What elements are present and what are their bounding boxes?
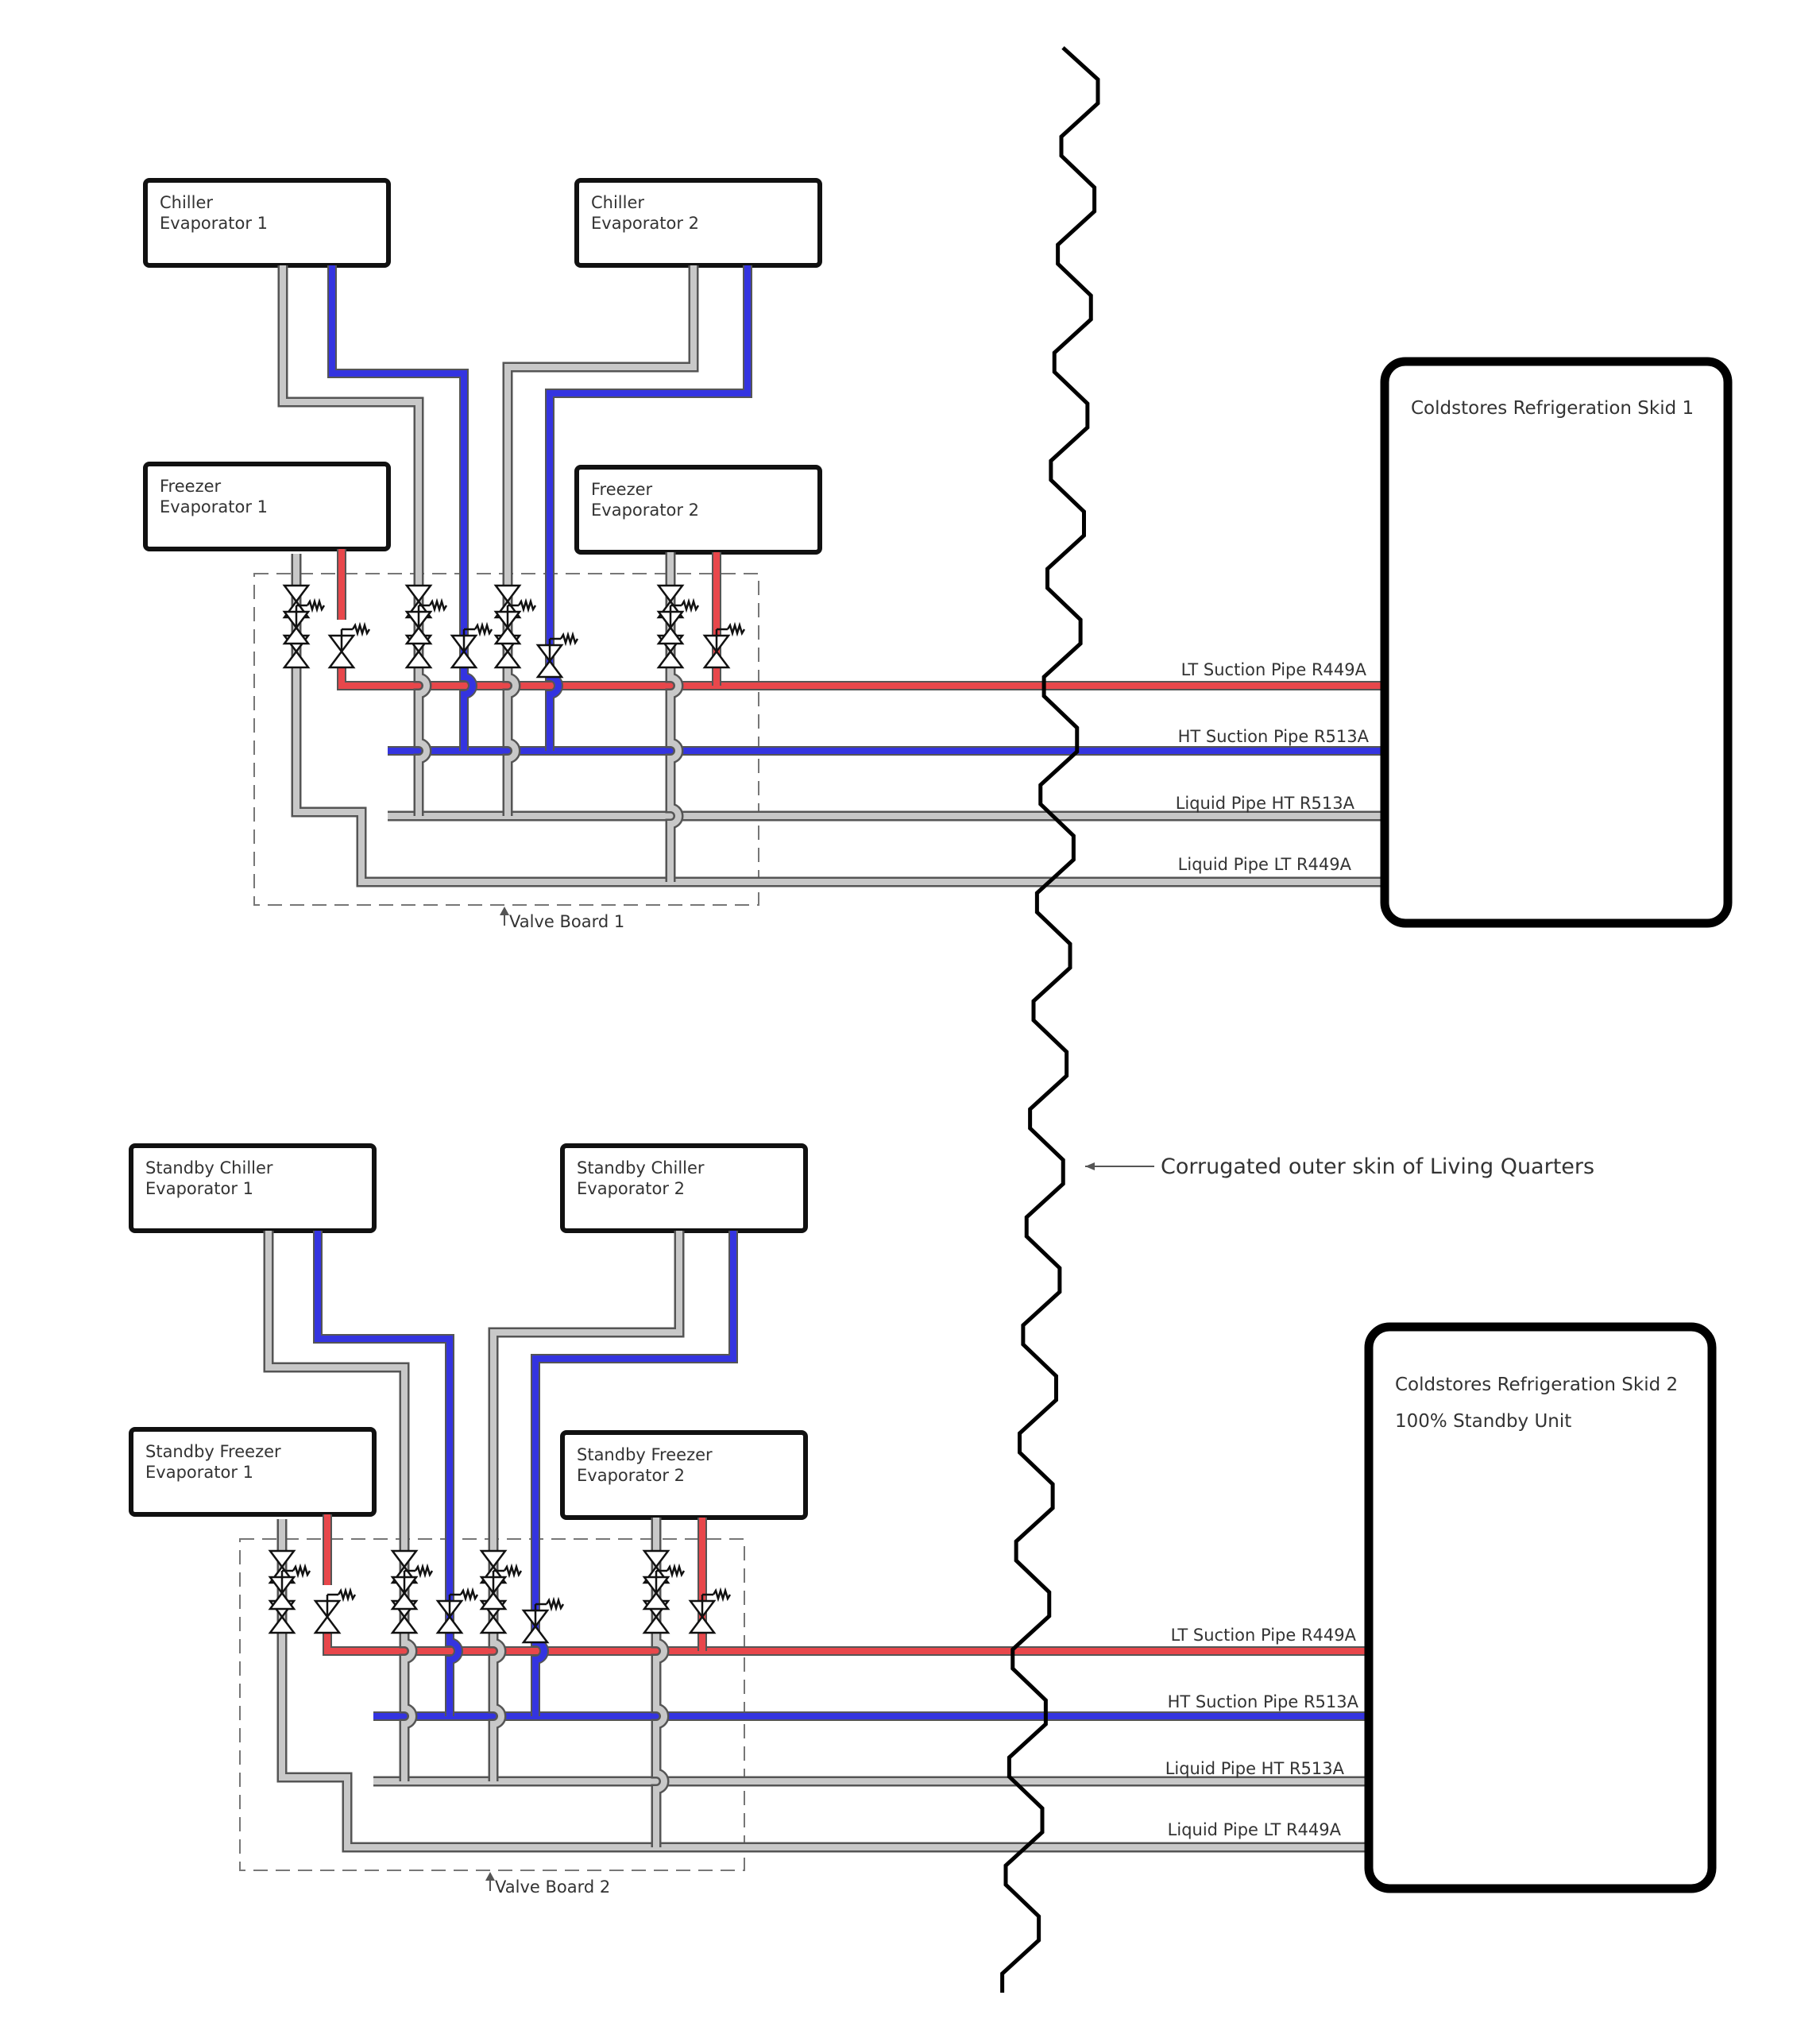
- gate-valve-icon: [404, 584, 433, 619]
- valve-board-label: Valve Board 1: [509, 912, 624, 931]
- liquid-ht-label: Liquid Pipe HT R513A: [1165, 1759, 1345, 1778]
- refrigeration-skid: Coldstores Refrigeration Skid 1: [1380, 357, 1733, 928]
- gate-valve-icon: [282, 584, 311, 619]
- chiller-2-liquid-branch: [502, 265, 699, 816]
- lt-suction-label: LT Suction Pipe R449A: [1181, 660, 1367, 679]
- evaporator-name: Standby Freezer: [145, 1442, 281, 1461]
- evaporator-number: Evaporator 1: [160, 497, 268, 516]
- evaporator-number: Evaporator 1: [145, 1179, 253, 1198]
- evaporator-name: Freezer: [160, 477, 222, 496]
- solenoid-valve-icon: [702, 621, 746, 669]
- solenoid-valve-icon: [521, 1596, 565, 1644]
- evaporator-number: Evaporator 2: [577, 1466, 685, 1485]
- gate-valve-icon: [479, 1549, 508, 1584]
- living-quarters-wall: Corrugated outer skin of Living Quarters: [1000, 46, 1594, 1993]
- solenoid-valve-icon: [493, 597, 537, 645]
- freezer-2-liquid-branch: [651, 1518, 670, 1847]
- evaporator-number: Evaporator 2: [591, 214, 699, 233]
- arrow-icon: [485, 1872, 495, 1881]
- freezer-2-liquid-branch: [665, 552, 684, 882]
- ht-suction-label: HT Suction Pipe R513A: [1178, 727, 1370, 746]
- solenoid-valve-icon: [327, 621, 371, 669]
- solenoid-valve-icon: [435, 1587, 479, 1634]
- solenoid-valve-icon: [656, 597, 700, 645]
- liquid-lt-label: Liquid Pipe LT R449A: [1168, 1820, 1342, 1839]
- evaporator-number: Evaporator 1: [145, 1463, 253, 1482]
- evaporator-name: Chiller: [591, 193, 644, 212]
- gate-valve-icon: [268, 1549, 296, 1584]
- arrow-icon: [500, 907, 509, 915]
- evaporator-number: Evaporator 2: [577, 1179, 685, 1198]
- solenoid-valve-icon: [642, 1563, 686, 1611]
- evaporator-number: Evaporator 1: [160, 214, 268, 233]
- evaporator-name: Standby Freezer: [577, 1445, 713, 1464]
- lt-suction-label: LT Suction Pipe R449A: [1171, 1626, 1357, 1645]
- solenoid-valve-icon: [390, 1563, 434, 1611]
- chiller-1-suction-branch: [313, 1231, 463, 1716]
- evaporator-name: Standby Chiller: [577, 1158, 705, 1177]
- solenoid-valve-icon: [450, 621, 493, 669]
- valve-board-label: Valve Board 2: [495, 1877, 610, 1897]
- evaporator-number: Evaporator 2: [591, 501, 699, 520]
- gate-valve-icon: [656, 584, 685, 619]
- chiller-2-liquid-branch: [488, 1231, 685, 1781]
- liquid-lt-label: Liquid Pipe LT R449A: [1178, 855, 1352, 874]
- gate-valve-icon: [493, 584, 522, 619]
- wall-label: Corrugated outer skin of Living Quarters: [1161, 1154, 1594, 1179]
- solenoid-valve-icon: [688, 1587, 732, 1634]
- gate-valve-icon: [642, 1549, 670, 1584]
- solenoid-valve-icon: [282, 597, 326, 645]
- skid-title: Coldstores Refrigeration Skid 1: [1411, 398, 1694, 419]
- solenoid-valve-icon: [479, 1563, 523, 1611]
- liquid-lt-header: [276, 1519, 1368, 1853]
- chiller-1-liquid-branch: [263, 1231, 418, 1781]
- solenoid-valve-icon: [535, 631, 579, 679]
- liquid-ht-label: Liquid Pipe HT R513A: [1176, 794, 1355, 813]
- solenoid-valve-icon: [268, 1563, 311, 1611]
- skid-title: Coldstores Refrigeration Skid 2: [1395, 1375, 1678, 1395]
- chiller-1-suction-branch: [327, 265, 477, 751]
- ht-suction-label: HT Suction Pipe R513A: [1168, 1692, 1359, 1711]
- arrow-icon: [1085, 1162, 1095, 1170]
- refrigeration-skid: Coldstores Refrigeration Skid 2 100% Stan…: [1364, 1322, 1717, 1893]
- evaporator-name: Chiller: [160, 193, 213, 212]
- chiller-1-liquid-branch: [277, 265, 432, 816]
- corrugated-skin-line: [1000, 46, 1100, 1993]
- skid-subtitle: 100% Standby Unit: [1395, 1411, 1571, 1432]
- liquid-lt-header: [291, 554, 1382, 887]
- evaporator-name: Standby Chiller: [145, 1158, 273, 1177]
- evaporator-name: Freezer: [591, 480, 653, 499]
- gate-valve-icon: [390, 1549, 419, 1584]
- solenoid-valve-icon: [404, 597, 448, 645]
- solenoid-valve-icon: [313, 1587, 357, 1634]
